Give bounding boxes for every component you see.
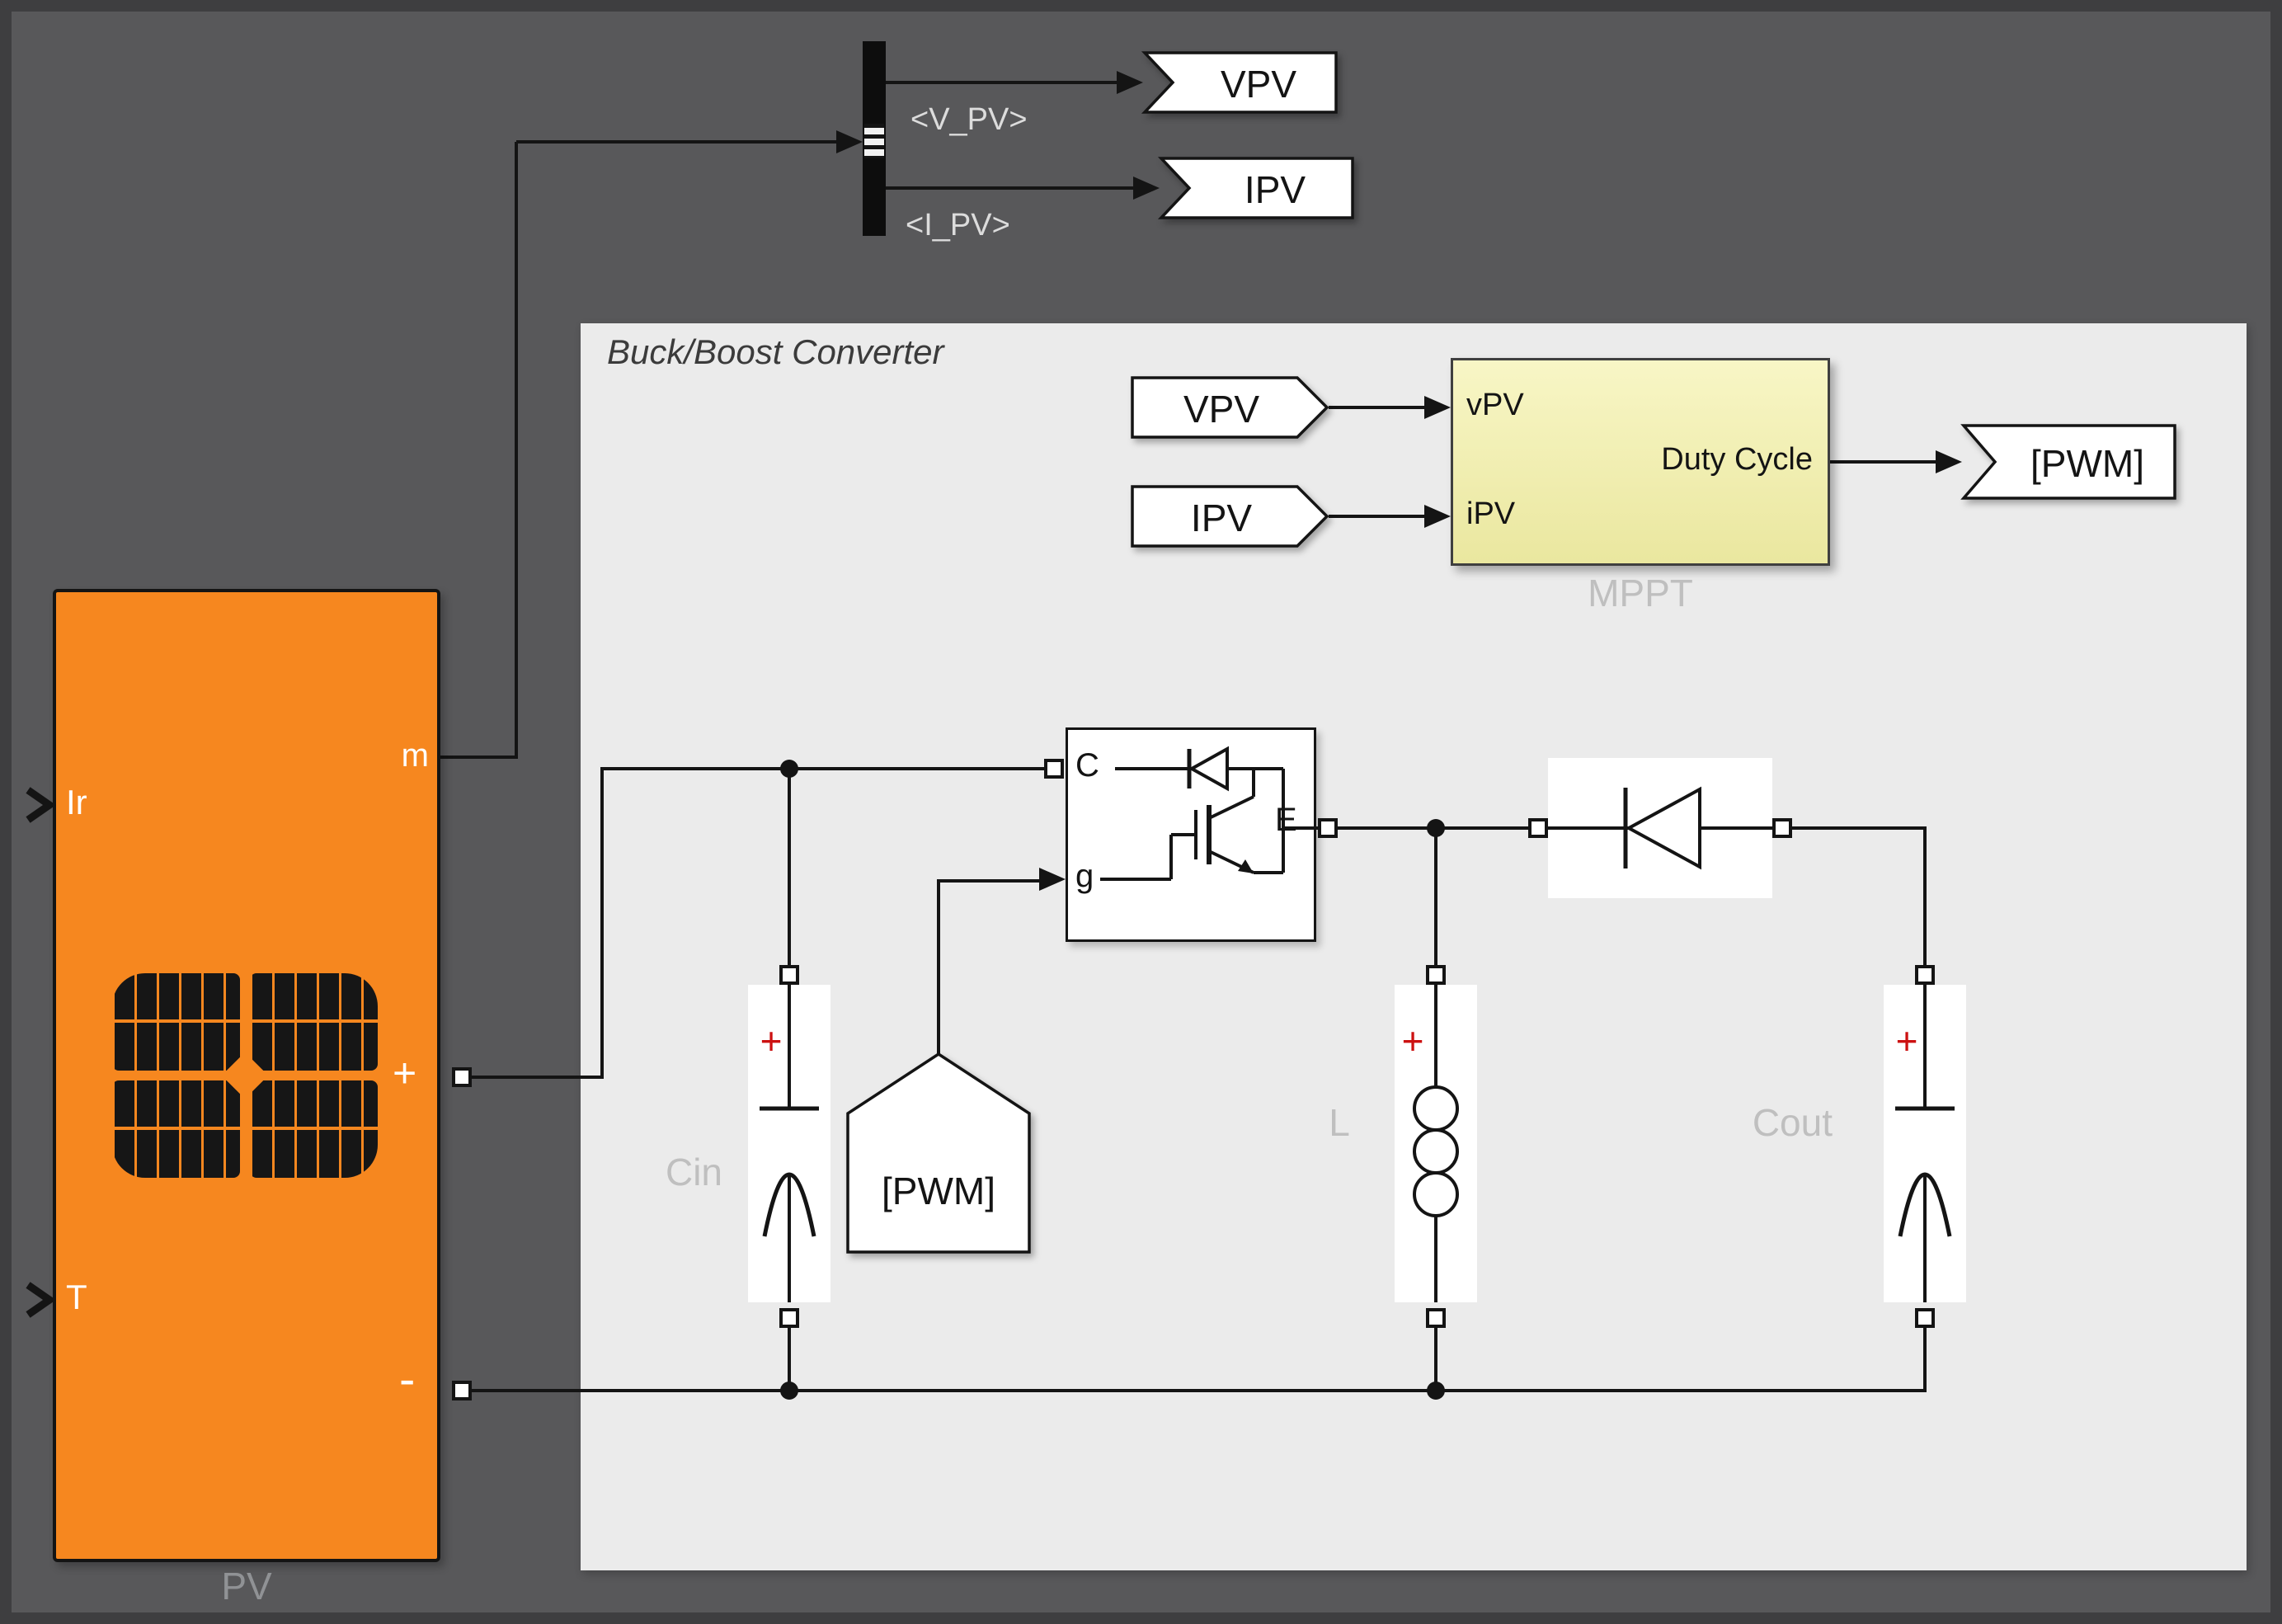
junction-dot: [780, 760, 798, 778]
polarity-plus-label: +: [1896, 1019, 1918, 1062]
wire-fromipv-to-mppt[interactable]: [1329, 515, 1426, 518]
wire-pv-plus-to-igbt-c[interactable]: [472, 1076, 604, 1079]
mppt-block-name: MPPT: [1588, 572, 1693, 614]
from-tag-ipv-label: IPV: [1191, 497, 1252, 539]
wire-bus-to-goto-ipv[interactable]: [886, 186, 1135, 190]
goto-tag-pwm[interactable]: [PWM]: [1960, 424, 2176, 500]
port-cin-top[interactable]: [779, 965, 799, 985]
port-pv-plus[interactable]: [452, 1067, 472, 1087]
junction-dot: [1427, 1382, 1445, 1400]
buck-boost-area[interactable]: [581, 323, 2247, 1570]
from-tag-ipv[interactable]: IPV: [1131, 485, 1329, 548]
from-tag-vpv[interactable]: VPV: [1131, 376, 1329, 439]
arrowhead-icon: [836, 130, 863, 153]
port-cin-bottom[interactable]: [779, 1308, 799, 1328]
pv-block-name: PV: [221, 1565, 272, 1608]
junction-dot: [1427, 819, 1445, 837]
wire-l-top[interactable]: [1434, 830, 1437, 965]
signal-label-v-pv[interactable]: <V_PV>: [910, 102, 1028, 137]
port-inductor-bottom[interactable]: [1426, 1308, 1446, 1328]
goto-tag-ipv-label: IPV: [1245, 168, 1306, 211]
cin-block[interactable]: +: [748, 985, 830, 1302]
arrowhead-icon: [1424, 396, 1451, 419]
arrowhead-icon: [1424, 505, 1451, 528]
junction-dot: [780, 1382, 798, 1400]
solar-cell-quadrant: [112, 973, 240, 1071]
polarity-plus-label: +: [1402, 1019, 1424, 1062]
port-pv-minus[interactable]: [452, 1381, 472, 1400]
igbt-port-e-label: E: [1275, 802, 1297, 838]
diode-symbol-icon: [1548, 786, 1772, 870]
wire-igbt-e-to-cout[interactable]: [1923, 830, 1927, 965]
pv-port-ir-label: Ir: [66, 783, 87, 821]
diode-block[interactable]: [1548, 758, 1772, 898]
port-cout-bottom[interactable]: [1915, 1308, 1935, 1328]
inductor-block-name: L: [1329, 1101, 1350, 1144]
cout-block-name: Cout: [1752, 1101, 1833, 1144]
goto-tag-pwm-label: [PWM]: [2030, 442, 2144, 485]
wire-cin-top[interactable]: [788, 770, 791, 965]
from-tag-pwm-label: [PWM]: [882, 1170, 995, 1212]
port-inductor-top[interactable]: [1426, 965, 1446, 985]
wire-ground-rail[interactable]: [472, 1389, 1927, 1392]
wire-l-bottom[interactable]: [1434, 1328, 1437, 1392]
bus-selector-icon: [864, 124, 884, 158]
wire-pv-plus-to-igbt-c[interactable]: [602, 767, 1047, 770]
port-igbt-c[interactable]: [1044, 759, 1064, 779]
wire-cin-bottom[interactable]: [788, 1328, 791, 1392]
wire-pwm-to-gate[interactable]: [937, 881, 940, 1054]
arrowhead-icon: [1936, 450, 1962, 473]
from-tag-vpv-label: VPV: [1183, 388, 1259, 431]
area-title: Buck/Boost Converter: [607, 332, 944, 371]
goto-tag-vpv-label: VPV: [1221, 63, 1296, 106]
igbt-symbol-icon: [1100, 746, 1318, 881]
solar-cell-quadrant: [250, 1080, 378, 1178]
solar-cell-quadrant: [250, 973, 378, 1071]
goto-tag-ipv[interactable]: IPV: [1157, 157, 1354, 219]
port-cout-top[interactable]: [1915, 965, 1935, 985]
from-tag-pwm[interactable]: [PWM]: [846, 1052, 1031, 1254]
arrowhead-icon: [1117, 71, 1143, 94]
pv-solar-icon: [112, 973, 378, 1178]
arrowhead-icon: [1133, 177, 1160, 200]
pv-port-t-label: T: [66, 1278, 87, 1316]
pv-port-plus-label: +: [393, 1050, 417, 1096]
wire-pv-plus-to-igbt-c[interactable]: [600, 767, 604, 1079]
pv-port-minus-label: -: [399, 1353, 416, 1406]
capacitor-icon: +: [760, 985, 819, 1302]
port-igbt-e[interactable]: [1318, 818, 1338, 838]
wire-m-to-bus-selector[interactable]: [440, 756, 518, 759]
wire-fromvpv-to-mppt[interactable]: [1329, 406, 1426, 409]
polarity-plus-label: +: [760, 1019, 783, 1062]
inductor-block[interactable]: +: [1395, 985, 1477, 1302]
wire-mppt-to-goto-pwm[interactable]: [1830, 460, 1937, 464]
signal-label-i-pv[interactable]: <I_PV>: [906, 208, 1010, 242]
mppt-port-vpv-label: vPV: [1466, 388, 1524, 422]
input-port-chevron-icon[interactable]: [23, 787, 56, 823]
igbt-port-g-label: g: [1075, 858, 1094, 894]
wire-bus-to-goto-vpv[interactable]: [886, 81, 1118, 84]
wire-pwm-to-gate[interactable]: [937, 879, 1039, 883]
arrowhead-icon: [1039, 868, 1066, 891]
solar-cell-quadrant: [112, 1080, 240, 1178]
mppt-block[interactable]: [1451, 358, 1830, 566]
inductor-coil-icon: +: [1402, 985, 1459, 1302]
capacitor-icon: +: [1895, 985, 1955, 1302]
igbt-port-c-label: C: [1075, 747, 1099, 784]
cout-block[interactable]: +: [1884, 985, 1966, 1302]
wire-m-to-bus-selector[interactable]: [515, 142, 518, 759]
wire-m-to-bus-selector[interactable]: [516, 140, 840, 144]
goto-tag-vpv[interactable]: VPV: [1141, 51, 1338, 114]
input-port-chevron-icon[interactable]: [23, 1282, 56, 1318]
mppt-port-duty-cycle-label: Duty Cycle: [1661, 442, 1813, 477]
port-diode-left[interactable]: [1528, 818, 1548, 838]
cin-block-name: Cin: [665, 1151, 722, 1193]
mppt-port-ipv-label: iPV: [1466, 497, 1516, 531]
pv-port-m-label: m: [401, 737, 429, 774]
port-diode-right[interactable]: [1772, 818, 1792, 838]
wire-cout-bottom[interactable]: [1923, 1328, 1927, 1392]
